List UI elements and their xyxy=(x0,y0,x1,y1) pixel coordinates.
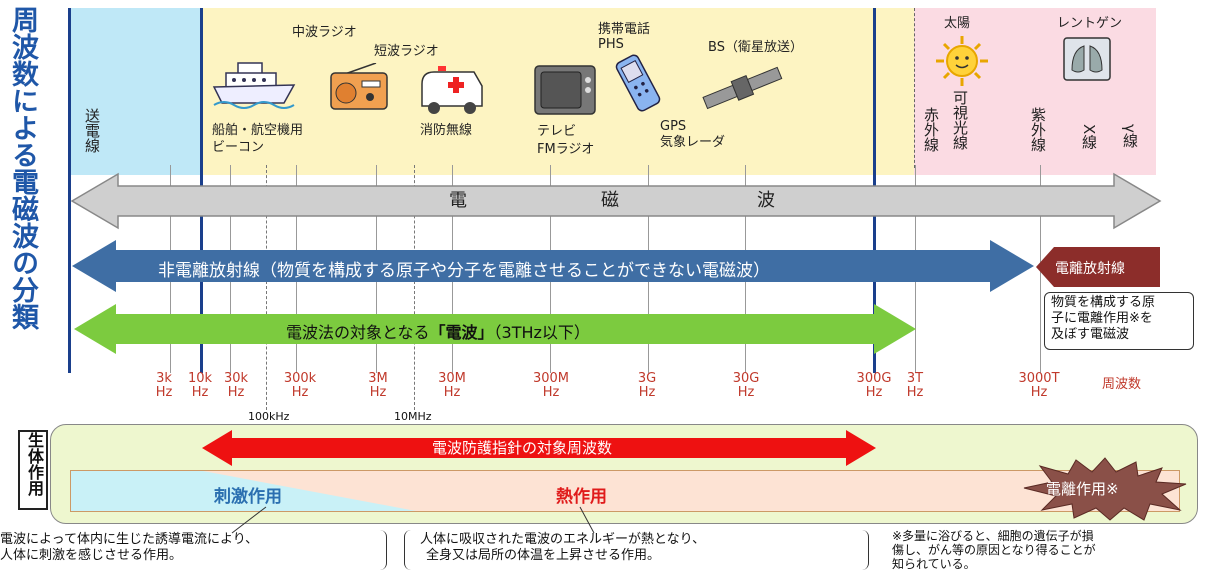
ionizing-note-line1: 物質を構成する原 xyxy=(1051,295,1156,310)
bio-effects-label: 生体作用 xyxy=(25,432,44,496)
ionization-note-line3: 知られている。 xyxy=(892,557,976,571)
ionization-label: 電離作用※ xyxy=(1046,480,1119,498)
ionization-note-line2: 傷し、がん等の原因となり得ることが xyxy=(892,543,1096,557)
label-mobile-line2: PHS xyxy=(598,37,624,52)
page-title: 周波数による電磁波の分類 xyxy=(7,6,38,330)
stimulation-note-line2: 人体に刺激を感じさせる作用。 xyxy=(0,548,183,563)
ionizing-note-line2: 子に電離作用※を xyxy=(1051,311,1153,326)
bio-effects-label-box: 生体作用 xyxy=(18,430,48,510)
thermal-note-line2: 全身又は局所の体温を上昇させる作用。 xyxy=(426,548,661,563)
radio-law-arrow xyxy=(72,302,918,360)
non-ionizing-arrow xyxy=(70,238,1036,298)
thermal-note: 人体に吸収された電波のエネルギーが熱となり、 全身又は局所の体温を上昇させる作用… xyxy=(420,532,860,564)
ionization-note: ※多量に浴びると、細胞の遺伝子が損 傷し、がん等の原因となり得ることが 知られて… xyxy=(892,529,1192,571)
label-gps-line1: GPS xyxy=(660,119,687,134)
ionizing-note-box: 物質を構成する原 子に電離作用※を 及ぼす電磁波 xyxy=(1044,292,1194,350)
guideline-arrow xyxy=(200,428,878,472)
ionizing-note-line3: 及ぼす電磁波 xyxy=(1051,327,1130,342)
label-fire-radio: 消防無線 xyxy=(420,123,473,138)
ionization-note-line1: ※多量に浴びると、細胞の遺伝子が損 xyxy=(892,529,1094,543)
label-tv-line2: FMラジオ xyxy=(537,142,595,157)
subfreq-100khz: 100kHz xyxy=(248,410,290,423)
label-gps-line2: 気象レーダ xyxy=(660,135,726,150)
label-bs: BS（衛星放送） xyxy=(708,40,803,55)
stimulation-region xyxy=(71,471,417,515)
stimulation-label: 刺激作用 xyxy=(214,487,282,507)
radio-law-label-post: （3THz以下） xyxy=(493,323,590,342)
boundary-line-left xyxy=(68,8,71,373)
freq-axis-label: 周波数 xyxy=(1102,377,1142,392)
electromagnetic-wave-arrow xyxy=(70,172,1162,234)
mobile-phone-icon xyxy=(610,52,666,114)
burst-icon xyxy=(1020,456,1190,526)
ship-icon xyxy=(212,55,296,111)
label-sun: 太陽 xyxy=(944,16,971,31)
label-mobile-line1: 携帯電話 xyxy=(598,22,651,37)
subfreq-10mhz: 10MHz xyxy=(394,410,432,423)
band-label-visible: 可視光線 xyxy=(951,90,969,150)
thermal-note-bracket-right xyxy=(862,530,869,570)
label-xray-photo: レントゲン xyxy=(1057,16,1123,31)
radio-law-label-bold: 「電波」 xyxy=(429,323,494,342)
em-label-1: 電 xyxy=(449,190,467,211)
label-beacon-line1: 船舶・航空機用 xyxy=(212,123,304,138)
ionizing-label: 電離放射線 xyxy=(1055,261,1125,277)
ionizing-arrow xyxy=(1036,247,1160,291)
label-tv-line1: テレビ xyxy=(537,124,577,139)
stimulation-connector xyxy=(200,505,270,539)
radio-law-label-pre: 電波法の対象となる xyxy=(286,323,430,342)
stimulation-note-line1: 電波によって体内に生じた誘導電流により、 xyxy=(0,532,259,547)
band-label-gamma: γ線 xyxy=(1121,124,1139,148)
thermal-note-line1: 人体に吸収された電波のエネルギーが熱となり、 xyxy=(420,532,706,547)
band-label-transmission: 送電線 xyxy=(83,108,101,153)
thermal-connector xyxy=(560,505,630,539)
stimulation-note: 電波によって体内に生じた誘導電流により、 人体に刺激を感じさせる作用。 xyxy=(0,532,385,564)
boundary-line-3000t xyxy=(914,8,916,168)
band-label-xray: X線 xyxy=(1080,124,1098,150)
stimulation-note-bracket xyxy=(380,530,387,570)
band-label-ultraviolet: 紫外線 xyxy=(1029,107,1047,152)
band-light xyxy=(914,8,1156,175)
guideline-label: 電波防護指針の対象周波数 xyxy=(432,439,613,457)
sun-icon xyxy=(930,36,994,86)
em-label-3: 波 xyxy=(757,190,775,211)
band-low-frequency xyxy=(68,8,202,175)
xray-film-icon xyxy=(1062,36,1112,82)
thermal-note-bracket-left xyxy=(404,530,411,570)
ambulance-icon xyxy=(418,66,486,116)
radio-law-label: 電波法の対象となる「電波」（3THz以下） xyxy=(286,319,590,343)
non-ionizing-label: 非電離放射線（物質を構成する原子や分子を電離させることができない電磁波） xyxy=(158,261,770,281)
em-label-2: 磁 xyxy=(601,190,619,211)
label-mw-radio: 中波ラジオ xyxy=(292,25,357,40)
band-label-infrared: 赤外線 xyxy=(922,107,940,152)
label-beacon-line2: ビーコン xyxy=(212,140,265,155)
thermal-label: 熱作用 xyxy=(556,487,607,507)
label-sw-radio: 短波ラジオ xyxy=(374,44,439,59)
radio-icon xyxy=(328,63,390,111)
satellite-icon xyxy=(700,62,784,112)
television-icon xyxy=(532,58,598,120)
